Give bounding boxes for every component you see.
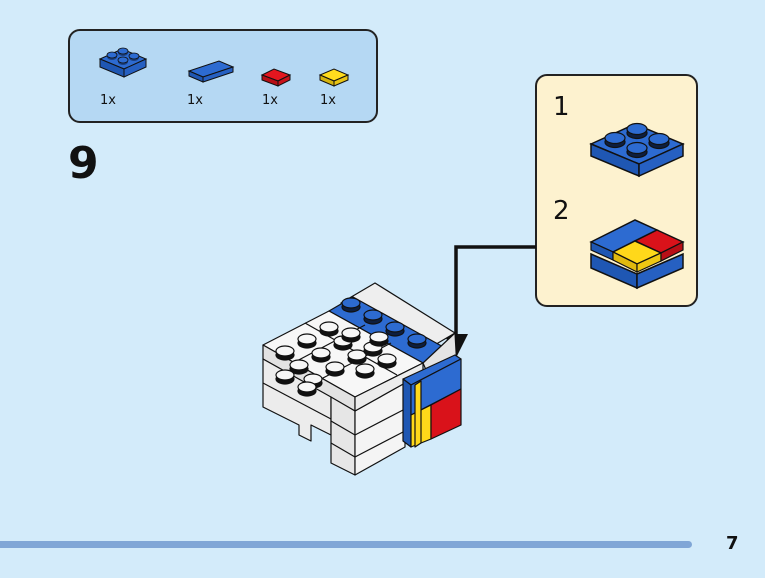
sub-step-2-tiled-plate-icon	[589, 219, 685, 290]
stud	[347, 349, 367, 365]
sub-step-number-2: 2	[553, 196, 570, 226]
stud	[363, 309, 383, 325]
stud	[297, 333, 317, 349]
blue-plate-2x2-icon	[98, 47, 148, 78]
stud	[355, 363, 375, 379]
step-number: 9	[68, 138, 99, 189]
yellow-tile-1x1-icon	[318, 68, 350, 87]
sub-step-1-blue-plate-icon	[589, 122, 685, 178]
stud	[275, 369, 295, 385]
stud	[341, 327, 361, 343]
stud	[407, 333, 427, 349]
parts-list-callout: 1x 1x 1x 1x	[68, 29, 378, 123]
sub-step-number-1: 1	[553, 92, 570, 122]
stud	[385, 321, 405, 337]
sub-assembly-callout: 1 2	[535, 74, 698, 307]
qty-red-tile: 1x	[262, 93, 278, 108]
stud	[297, 381, 317, 397]
red-tile-1x1-icon	[260, 68, 292, 87]
qty-blue-plate: 1x	[100, 93, 116, 108]
blue-tile-1x2-icon	[187, 60, 235, 83]
footer-progress-bar	[0, 541, 692, 548]
stud	[377, 353, 397, 369]
stud	[275, 345, 295, 361]
stud	[325, 361, 345, 377]
qty-blue-tile: 1x	[187, 93, 203, 108]
stud	[369, 331, 389, 347]
page-number: 7	[726, 533, 739, 554]
stud	[363, 341, 383, 357]
stud	[289, 359, 309, 375]
stud	[341, 297, 361, 313]
model-assembly-illustration	[262, 282, 462, 476]
stud	[311, 347, 331, 363]
stud	[319, 321, 339, 337]
qty-yellow-tile: 1x	[320, 93, 336, 108]
